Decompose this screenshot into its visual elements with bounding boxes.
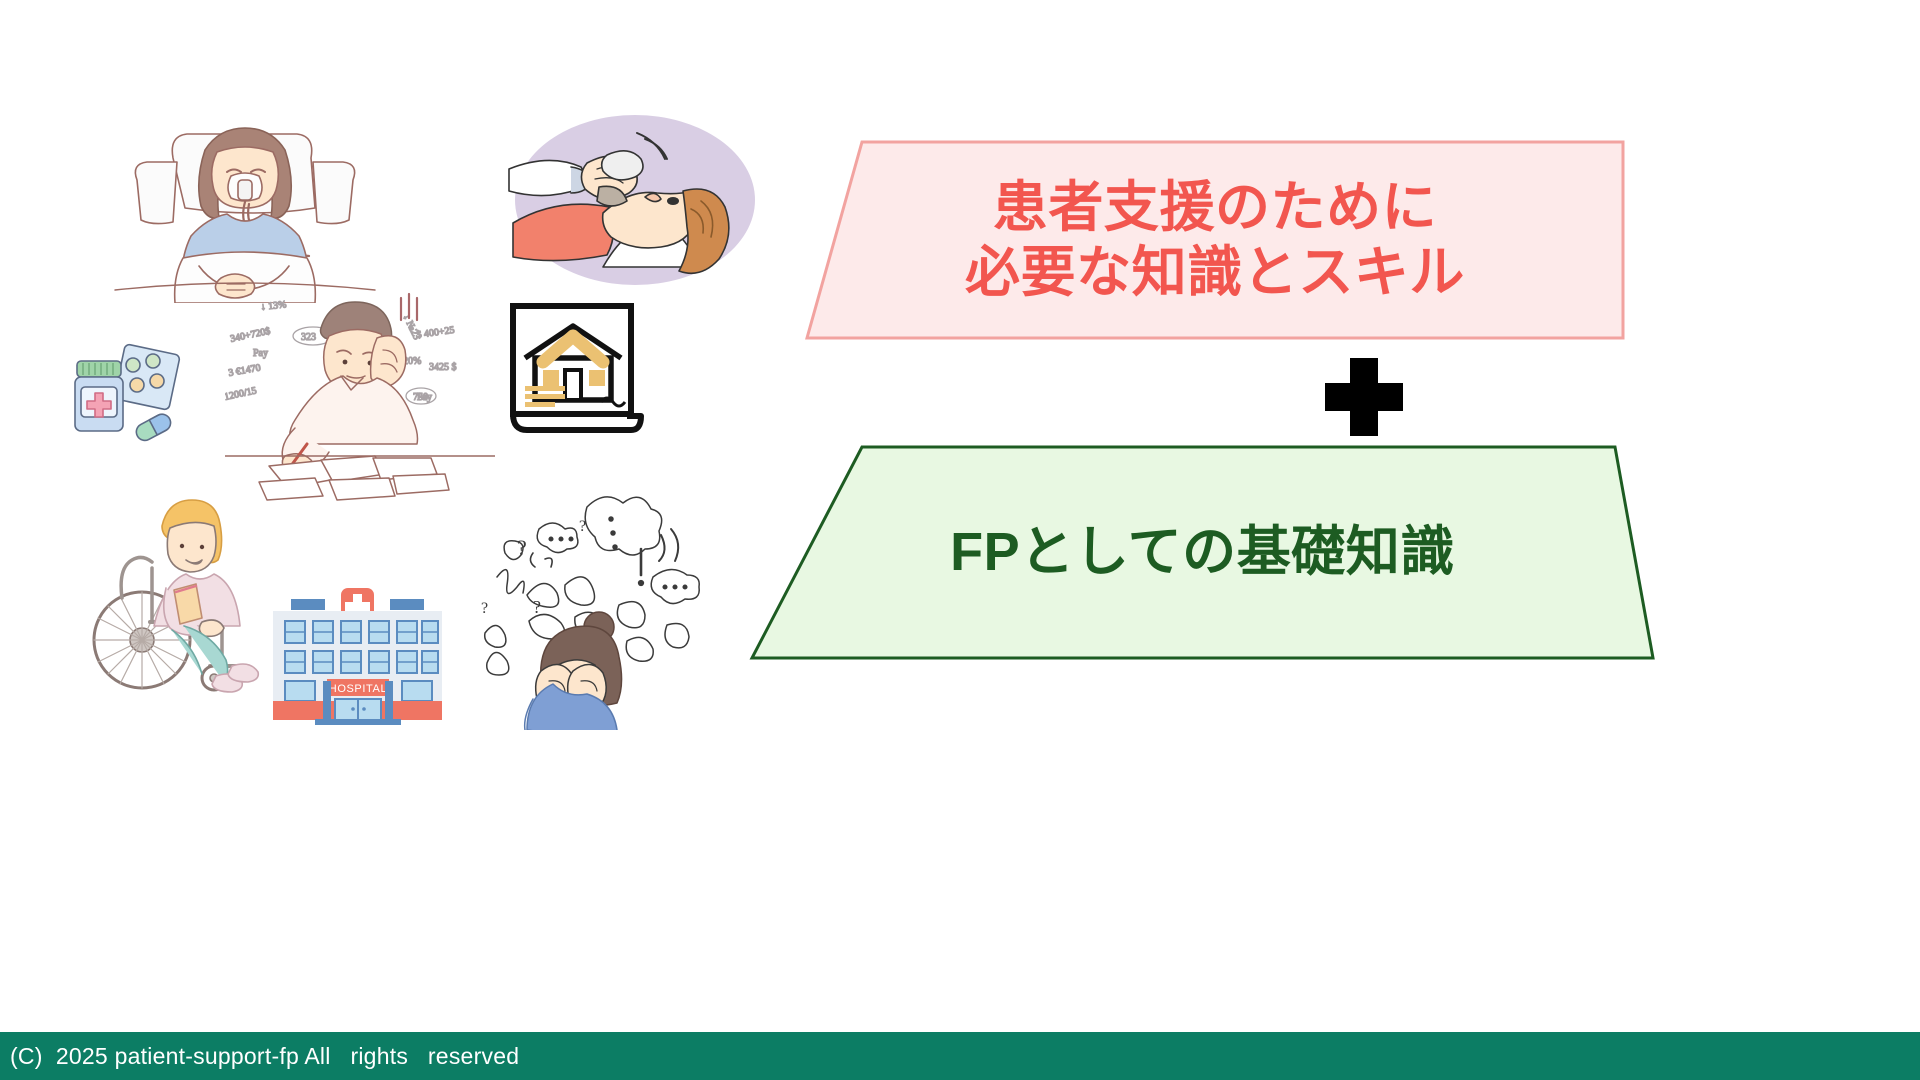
svg-text:?: ?: [533, 597, 541, 617]
svg-text:750: 750: [413, 392, 428, 403]
svg-text:3 €1470: 3 €1470: [228, 362, 262, 378]
svg-text:?: ?: [481, 600, 488, 617]
required-knowledge-text: 患者支援のために 必要な知識とスキル: [805, 140, 1625, 340]
required-knowledge-trapezoid: 患者支援のために 必要な知識とスキル: [805, 140, 1625, 340]
hospital-building-illustration: HOSPITAL: [265, 585, 450, 730]
svg-text:Pay: Pay: [253, 348, 268, 359]
svg-text:20%: 20%: [403, 356, 421, 367]
medical-care-examination-illustration: [495, 105, 775, 295]
required-knowledge-line1: 患者支援のために: [992, 176, 1438, 239]
house-blueprint-illustration: [505, 300, 655, 445]
copyright-text: (C) 2025 patient-support-fp All rights r…: [10, 1042, 520, 1069]
fp-basic-knowledge-line1: FPとしての基礎知識: [950, 521, 1455, 582]
medicine-bottle-and-pills-illustration: [65, 335, 190, 455]
woman-in-wheelchair-illustration: [90, 480, 280, 705]
svg-text:↓ 13%: ↓ 13%: [260, 299, 287, 313]
illustration-collage: ↓ 13% 340+720$ Pay 3 €1470 1200/15 ↓ №23…: [0, 0, 900, 1000]
svg-text:?: ?: [517, 535, 527, 560]
svg-text:Pay: Pay: [417, 392, 432, 403]
hospital-sign-text: HOSPITAL: [329, 683, 387, 695]
concept-diagram: 患者支援のために 必要な知識とスキル FPとしての基礎知識: [749, 0, 1920, 1000]
svg-text:$ 400+25: $ 400+25: [416, 325, 455, 341]
svg-text:3425 $: 3425 $: [429, 362, 457, 373]
fp-basic-knowledge-trapezoid: FPとしての基礎知識: [749, 445, 1655, 660]
svg-text:1200/15: 1200/15: [225, 385, 258, 403]
stressed-man-with-calculations-illustration: ↓ 13% 340+720$ Pay 3 €1470 1200/15 ↓ №23…: [223, 280, 496, 505]
svg-text:323: 323: [301, 332, 316, 343]
anxious-woman-with-thoughts-illustration: ? ? ? ?: [475, 485, 710, 743]
required-knowledge-line2: 必要な知識とスキル: [965, 241, 1465, 303]
footer-bar: (C) 2025 patient-support-fp All rights r…: [0, 1032, 1920, 1080]
svg-text:340+720$: 340+720$: [229, 326, 271, 345]
patient-in-bed-with-oxygen-mask-illustration: [95, 118, 395, 304]
svg-text:?: ?: [579, 518, 586, 535]
fp-basic-knowledge-text: FPとしての基礎知識: [750, 445, 1655, 660]
plus-sign-icon: [1325, 358, 1403, 436]
